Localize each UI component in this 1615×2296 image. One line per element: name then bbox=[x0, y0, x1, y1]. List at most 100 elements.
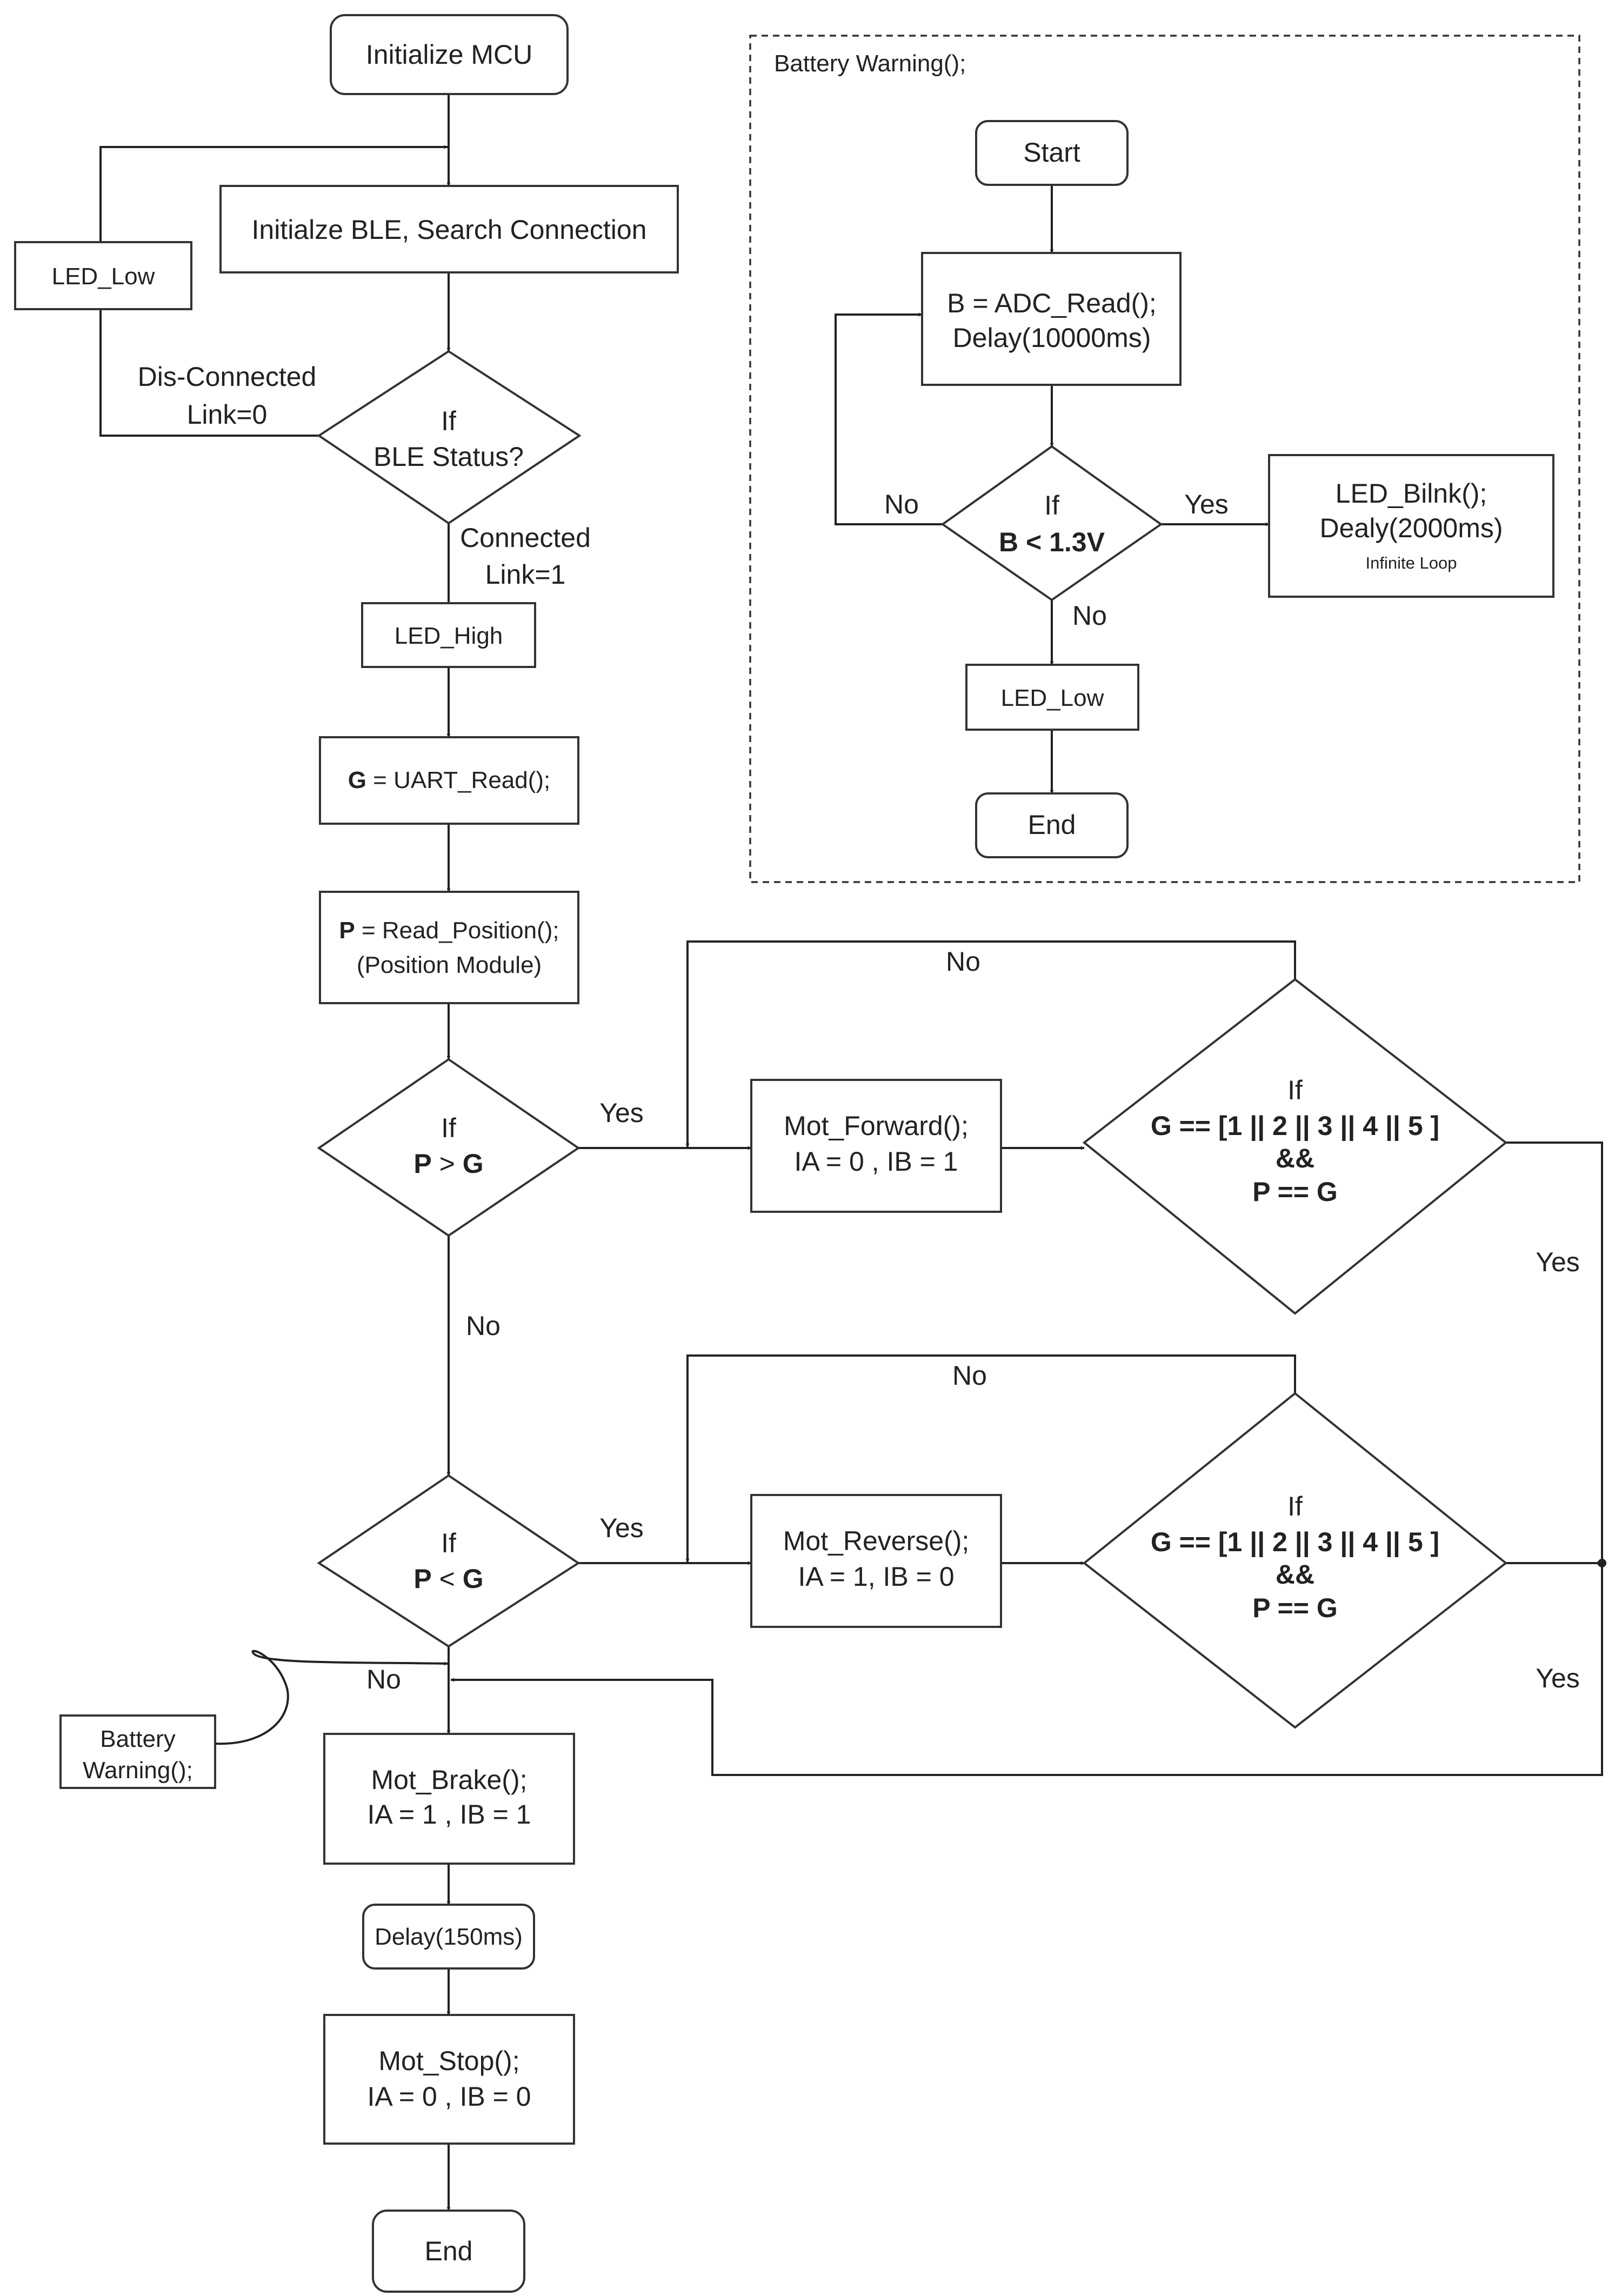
delay-150ms-label: Delay(150ms) bbox=[375, 1924, 523, 1950]
reverse-check-line1: G == [1 || 2 || 3 || 4 || 5 ] bbox=[1151, 1527, 1439, 1558]
cond-gt-g: G bbox=[463, 1149, 484, 1179]
mot-forward-line2: IA = 0 , IB = 1 bbox=[795, 1146, 958, 1177]
forward-yes-label: Yes bbox=[1536, 1247, 1580, 1277]
cond-lt-p: P bbox=[413, 1564, 431, 1594]
reverse-check-decision bbox=[1082, 1392, 1508, 1729]
forward-check-if: If bbox=[1287, 1075, 1303, 1105]
init-mcu-label: Initialize MCU bbox=[366, 39, 532, 70]
delay-150ms-box bbox=[362, 1904, 535, 1970]
read-position-call: = Read_Position(); bbox=[355, 917, 559, 944]
main-end-label: End bbox=[425, 2236, 473, 2266]
battery-no-loop-label: No bbox=[884, 489, 919, 519]
reverse-check-if: If bbox=[1287, 1491, 1303, 1521]
infinite-loop-note: Infinite Loop bbox=[1366, 553, 1457, 572]
mot-stop-line1: Mot_Stop(); bbox=[378, 2046, 519, 2076]
battery-no-down-label: No bbox=[1072, 600, 1107, 631]
connector-forward-no-loop bbox=[685, 940, 1296, 1147]
ble-status-if: If bbox=[441, 406, 456, 436]
cond-gt-p: P bbox=[413, 1149, 431, 1179]
cond-gt-op: > bbox=[432, 1149, 463, 1179]
uart-read-label: G = UART_Read(); bbox=[348, 767, 551, 793]
if-p-greater-g-if: If bbox=[441, 1113, 456, 1143]
forward-check-line1: G == [1 || 2 || 3 || 4 || 5 ] bbox=[1151, 1111, 1439, 1142]
mot-stop-line2: IA = 0 , IB = 0 bbox=[368, 2081, 531, 2112]
mot-brake-line2: IA = 1 , IB = 1 bbox=[368, 1799, 531, 1830]
connected-label-line2: Link=1 bbox=[485, 559, 566, 590]
mot-reverse-box bbox=[750, 1494, 1002, 1628]
battery-start-terminal bbox=[975, 120, 1129, 186]
connector-battery-warning-link bbox=[215, 1650, 448, 1745]
adc-read-line1: B = ADC_Read(); bbox=[947, 288, 1157, 318]
cond-lt-op: < bbox=[432, 1564, 463, 1594]
position-module-label: (Position Module) bbox=[357, 952, 542, 978]
uart-read-call: = UART_Read(); bbox=[366, 767, 550, 793]
adc-read-box bbox=[921, 252, 1182, 386]
led-low-box bbox=[14, 241, 192, 310]
reverse-check-and: && bbox=[1276, 1559, 1314, 1590]
battery-decision bbox=[940, 445, 1163, 602]
if-p-greater-g-cond: P > G bbox=[413, 1149, 483, 1179]
led-low-label: LED_Low bbox=[52, 263, 155, 290]
mot-forward-line1: Mot_Forward(); bbox=[784, 1111, 969, 1141]
battery-led-low-label: LED_Low bbox=[1001, 685, 1104, 711]
battery-led-low-box bbox=[965, 664, 1139, 731]
mot-brake-line1: Mot_Brake(); bbox=[371, 1765, 528, 1795]
uart-read-box bbox=[319, 736, 579, 825]
mot-reverse-line2: IA = 1, IB = 0 bbox=[798, 1561, 954, 1592]
battery-yes-label: Yes bbox=[1184, 489, 1229, 519]
connector-yes-return-to-brake bbox=[450, 1563, 1603, 1776]
reverse-no-label: No bbox=[952, 1360, 987, 1391]
if-p-less-g-decision bbox=[317, 1474, 580, 1648]
forward-check-decision bbox=[1082, 978, 1508, 1315]
read-position-box bbox=[319, 891, 579, 1004]
led-high-label: LED_High bbox=[395, 623, 503, 649]
reverse-check-line3: P == G bbox=[1252, 1593, 1338, 1623]
battery-warning-call-line1: Battery bbox=[100, 1726, 175, 1752]
connector-reverse-no-loop bbox=[685, 1354, 1296, 1563]
init-mcu-terminal bbox=[330, 14, 569, 95]
ble-status-decision bbox=[317, 350, 582, 525]
battery-warning-call-box bbox=[59, 1714, 216, 1789]
mot-forward-box bbox=[750, 1079, 1002, 1213]
mot-brake-box bbox=[323, 1733, 575, 1865]
mot-reverse-line1: Mot_Reverse(); bbox=[783, 1526, 970, 1556]
connector-forward-check-yes bbox=[1506, 1142, 1603, 1562]
battery-decision-condition: B < 1.3V bbox=[999, 527, 1105, 557]
ble-status-question: BLE Status? bbox=[373, 442, 524, 472]
connected-label-line1: Connected bbox=[460, 523, 591, 553]
if-gt-yes-label: Yes bbox=[599, 1098, 644, 1128]
adc-read-line2: Delay(10000ms) bbox=[953, 323, 1151, 353]
uart-read-var: G bbox=[348, 767, 366, 793]
forward-no-label: No bbox=[946, 946, 980, 977]
read-position-label: P = Read_Position(); bbox=[339, 917, 559, 944]
forward-check-line3: P == G bbox=[1252, 1177, 1338, 1207]
battery-end-terminal bbox=[975, 792, 1129, 858]
if-p-greater-g-decision bbox=[317, 1058, 580, 1237]
disconnected-label-line1: Dis-Connected bbox=[138, 362, 317, 392]
led-high-box bbox=[361, 602, 536, 668]
battery-warning-title: Battery Warning(); bbox=[774, 50, 966, 77]
led-blink-line1: LED_Bilnk(); bbox=[1336, 478, 1487, 509]
if-lt-yes-label: Yes bbox=[599, 1513, 644, 1543]
if-lt-no-label: No bbox=[366, 1664, 401, 1694]
if-p-less-g-cond: P < G bbox=[413, 1564, 483, 1594]
battery-end-label: End bbox=[1028, 810, 1076, 840]
if-gt-no-label: No bbox=[466, 1311, 500, 1341]
mot-stop-box bbox=[323, 2014, 575, 2145]
if-p-less-g-if: If bbox=[441, 1528, 456, 1558]
reverse-yes-label: Yes bbox=[1536, 1663, 1580, 1693]
battery-start-label: Start bbox=[1023, 137, 1080, 168]
battery-warning-frame bbox=[749, 35, 1580, 883]
forward-check-and: && bbox=[1276, 1143, 1314, 1173]
led-blink-box bbox=[1268, 454, 1554, 598]
read-position-var: P bbox=[339, 917, 355, 944]
led-blink-line2: Dealy(2000ms) bbox=[1319, 513, 1503, 543]
main-end-terminal bbox=[372, 2210, 525, 2293]
connector-if-no-loop bbox=[835, 312, 943, 525]
disconnected-label-line2: Link=0 bbox=[187, 399, 268, 430]
init-ble-label: Initialze BLE, Search Connection bbox=[252, 215, 647, 245]
battery-warning-call-line2: Warning(); bbox=[83, 1757, 193, 1784]
battery-decision-if: If bbox=[1044, 490, 1059, 520]
init-ble-box bbox=[219, 185, 679, 273]
